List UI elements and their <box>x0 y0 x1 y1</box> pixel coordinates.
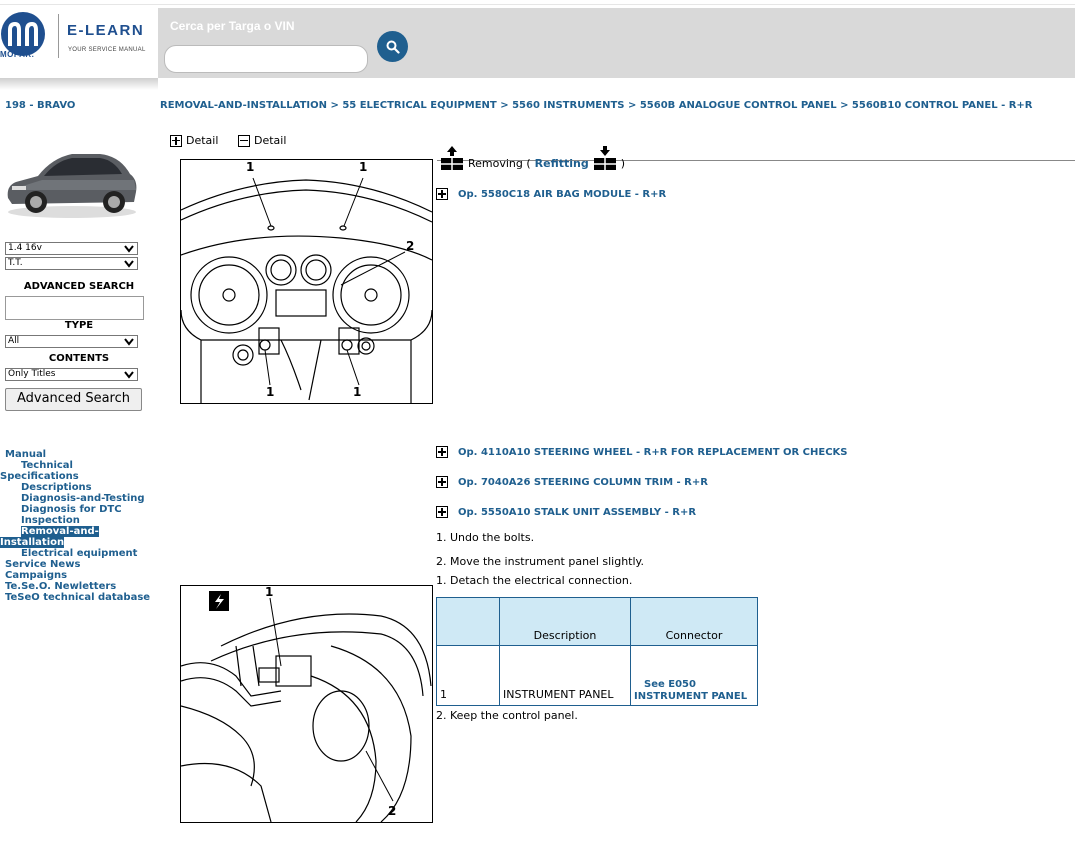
model-link[interactable]: 198 - BRAVO <box>5 100 76 111</box>
expand-icon[interactable] <box>436 188 448 200</box>
expand-icon[interactable] <box>436 506 448 518</box>
op-steering-wheel-row[interactable]: Op. 4110A10 STEERING WHEEL - R+R FOR REP… <box>436 446 848 458</box>
step-detach-connection: 1. Detach the electrical connection. <box>436 574 633 587</box>
callout-label: 1 <box>353 385 362 399</box>
logo-divider <box>58 14 59 58</box>
step-move-panel: 2. Move the instrument panel slightly. <box>436 555 644 568</box>
removing-label: Removing ( <box>468 157 531 170</box>
callout-label: 2 <box>388 804 397 818</box>
advanced-search-input[interactable] <box>5 296 144 320</box>
connector-link-cont[interactable]: INSTRUMENT PANEL <box>634 691 748 702</box>
table-header-blank <box>436 597 500 646</box>
nav-technical[interactable]: Technical <box>21 460 73 471</box>
chevron-down-icon <box>124 371 134 379</box>
nav-removal-installation[interactable]: Removal-and- <box>21 526 99 537</box>
detail-collapse-button[interactable]: Detail <box>238 134 286 147</box>
nav-descriptions[interactable]: Descriptions <box>21 482 92 493</box>
search-label: Cerca per Targa o VIN <box>170 19 295 33</box>
op-column-trim-link[interactable]: Op. 7040A26 STEERING COLUMN TRIM - R+R <box>458 476 708 488</box>
nav-service-news[interactable]: Service News <box>5 559 81 570</box>
nav-specifications[interactable]: Specifications <box>0 471 79 482</box>
electrical-connection-drawing <box>180 591 432 823</box>
refitting-icon[interactable] <box>593 146 617 170</box>
plus-icon <box>170 134 182 147</box>
type-label: TYPE <box>64 320 94 331</box>
removing-refitting-row: Removing ( Refitting ) <box>440 146 625 170</box>
top-strip <box>0 0 1075 5</box>
contents-label: CONTENTS <box>48 353 110 364</box>
minus-icon <box>238 134 250 147</box>
op-stalk-unit-link[interactable]: Op. 5550A10 STALK UNIT ASSEMBLY - R+R <box>458 506 697 518</box>
detail-collapse-label: Detail <box>254 134 287 147</box>
advanced-search-title: ADVANCED SEARCH <box>23 281 135 292</box>
nav-teseo-newsletters[interactable]: Te.Se.O. Newletters <box>5 581 117 592</box>
figure-electrical-connection <box>180 585 433 823</box>
instrument-panel-drawing <box>180 177 433 403</box>
nav-electrical-equipment[interactable]: Electrical equipment <box>21 548 138 559</box>
mopar-wordmark: MOPAR. <box>0 50 35 59</box>
expand-icon[interactable] <box>436 446 448 458</box>
nav-removal-installation-cont[interactable]: Installation <box>0 537 65 548</box>
search-input[interactable] <box>164 45 368 73</box>
removing-icon[interactable] <box>440 146 464 170</box>
callout-label: 1 <box>266 385 275 399</box>
logo-shadow <box>0 78 158 90</box>
op-airbag-link[interactable]: Op. 5580C18 AIR BAG MODULE - R+R <box>458 188 667 200</box>
contents-select[interactable]: Only Titles <box>5 368 138 381</box>
chevron-down-icon <box>124 338 134 346</box>
table-header-row: Description Connector <box>436 597 758 646</box>
op-column-trim-row[interactable]: Op. 7040A26 STEERING COLUMN TRIM - R+R <box>436 476 708 488</box>
op-airbag-row[interactable]: Op. 5580C18 AIR BAG MODULE - R+R <box>436 188 666 200</box>
contents-select-value: Only Titles <box>8 369 56 379</box>
car-image <box>7 154 137 218</box>
version-select-value: T.T. <box>8 258 23 268</box>
table-header-connector: Connector <box>630 597 758 646</box>
engine-select-value: 1.4 16v <box>8 243 42 253</box>
detail-expand-button[interactable]: Detail <box>170 134 218 147</box>
app-tagline: YOUR SERVICE MANUAL <box>68 47 146 53</box>
detail-expand-label: Detail <box>186 134 219 147</box>
engine-select[interactable]: 1.4 16v <box>5 242 138 255</box>
chevron-down-icon <box>124 260 134 268</box>
callout-label: 2 <box>406 239 415 253</box>
table-row: 1 INSTRUMENT PANEL See E050 INSTRUMENT P… <box>436 645 758 706</box>
table-cell-description: INSTRUMENT PANEL <box>499 645 631 706</box>
close-paren: ) <box>620 157 626 170</box>
op-steering-wheel-link[interactable]: Op. 4110A10 STEERING WHEEL - R+R FOR REP… <box>458 446 848 458</box>
header-bar <box>0 8 1075 78</box>
step-keep-panel: 2. Keep the control panel. <box>436 709 578 722</box>
table-cell-connector[interactable]: See E050 INSTRUMENT PANEL <box>630 645 758 706</box>
callout-label: 1 <box>359 160 368 174</box>
connector-link[interactable]: See E050 <box>644 679 696 690</box>
nav-inspection[interactable]: Inspection <box>21 515 80 526</box>
search-icon <box>386 40 400 54</box>
connector-table: Description Connector 1 INSTRUMENT PANEL… <box>436 597 758 706</box>
nav-diagnosis-testing[interactable]: Diagnosis-and-Testing <box>21 493 145 504</box>
nav-campaigns[interactable]: Campaigns <box>5 570 68 581</box>
breadcrumb[interactable]: REMOVAL-AND-INSTALLATION > 55 ELECTRICAL… <box>160 100 1033 111</box>
table-cell-number: 1 <box>436 645 500 706</box>
step-undo-bolts: 1. Undo the bolts. <box>436 531 535 544</box>
app-name: E-LEARN <box>67 22 145 39</box>
version-select[interactable]: T.T. <box>5 257 138 270</box>
advanced-search-button[interactable]: Advanced Search <box>5 388 142 411</box>
op-stalk-unit-row[interactable]: Op. 5550A10 STALK UNIT ASSEMBLY - R+R <box>436 506 696 518</box>
chevron-down-icon <box>124 245 134 253</box>
expand-icon[interactable] <box>436 476 448 488</box>
nav-teseo-database[interactable]: TeSeO technical database <box>5 592 151 603</box>
search-button[interactable] <box>377 31 408 62</box>
refitting-link[interactable]: Refitting <box>534 157 589 170</box>
nav-diagnosis-dtc[interactable]: Diagnosis for DTC <box>21 504 122 515</box>
nav-manual[interactable]: Manual <box>5 449 47 460</box>
type-select[interactable]: All <box>5 335 138 348</box>
callout-label: 1 <box>246 160 255 174</box>
table-header-description: Description <box>499 597 631 646</box>
section-divider <box>437 160 1075 161</box>
callout-label: 1 <box>265 585 274 599</box>
mopar-logo-icon[interactable] <box>0 12 50 56</box>
figure-instrument-panel <box>180 159 433 404</box>
type-select-value: All <box>8 336 20 346</box>
